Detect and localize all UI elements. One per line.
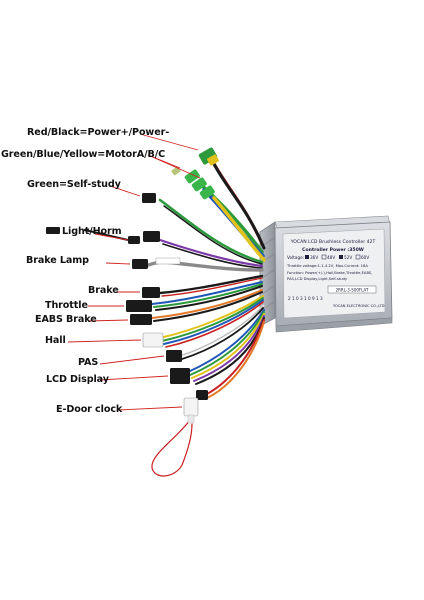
- plate-volt-option-4: 60V: [361, 255, 369, 260]
- arrow-power: [139, 133, 199, 151]
- pas-connector: [166, 350, 182, 362]
- label-eabs: EABS Brake: [35, 314, 97, 325]
- label-brake: Brake: [88, 285, 119, 296]
- power-connector: [198, 147, 219, 166]
- plate-volt-option-1: 36V: [310, 255, 318, 260]
- label-arrows: [67, 133, 201, 411]
- arrow-brake-lamp: [105, 262, 131, 265]
- plate-spec-1: Throttle voltage:1.1-4.2V, Max.Current: …: [286, 264, 368, 268]
- brake-connector: [142, 287, 160, 298]
- plate-sticker: 2RRL-3-S00FLAT: [336, 288, 369, 293]
- motor-phase-connector: [171, 166, 215, 200]
- arrow-eabs: [87, 319, 129, 322]
- plate-volt-option-2: 48V: [327, 255, 335, 260]
- wire-harness: [144, 158, 266, 477]
- plate-spec-3: PAS,LCD Display,Light,Self-study: [287, 277, 348, 281]
- plate-voltage-label: Voltage:: [287, 255, 304, 260]
- self-study-connector: [142, 193, 156, 203]
- controller-nameplate: YOCAN LCD Brushless Controller 42T Contr…: [282, 228, 386, 319]
- lcd-connector: [170, 368, 190, 384]
- connectors: [46, 147, 219, 424]
- plate-volt-option-3: 52V: [344, 255, 352, 260]
- arrow-lcd: [99, 375, 169, 381]
- arrow-pas: [99, 355, 165, 365]
- plate-serial: 2 1 0 3 1 0 9 1 3: [288, 296, 323, 301]
- label-edoor: E-Door clock: [56, 404, 123, 415]
- label-pas: PAS: [78, 357, 99, 368]
- brake-lamp-connector: [132, 257, 181, 269]
- label-self-study: Green=Self-study: [27, 179, 121, 190]
- label-throttle: Throttle: [45, 300, 88, 311]
- arrow-motor-b: [147, 154, 201, 179]
- throttle-connector: [126, 300, 152, 312]
- eabs-connector: [130, 314, 152, 325]
- label-motor: Green/Blue/Yellow=MotorA/B/C: [1, 149, 166, 160]
- label-hall: Hall: [45, 335, 66, 346]
- label-lcd: LCD Display: [46, 374, 109, 385]
- arrow-hall: [67, 339, 142, 343]
- label-power: Red/Black=Power+/Power-: [27, 127, 170, 138]
- hall-connector: [142, 332, 164, 348]
- label-brake-lamp: Brake Lamp: [26, 255, 89, 266]
- plate-brand: YOCAN LCD Brushless Controller 42T: [290, 239, 376, 245]
- plate-spec-2: Function: Power(+/-),Hall,Brake,Throttle…: [287, 271, 372, 275]
- arrow-self-study: [109, 185, 141, 197]
- plate-power: Controller Power :350W: [302, 247, 364, 253]
- arrow-edoor: [117, 406, 183, 411]
- plate-maker: YOCAN ELECTRONIC CO.,LTD: [333, 304, 385, 308]
- arrow-light: [94, 233, 129, 241]
- label-light: Light/Horm: [62, 226, 122, 237]
- edoor-connector: [183, 390, 208, 424]
